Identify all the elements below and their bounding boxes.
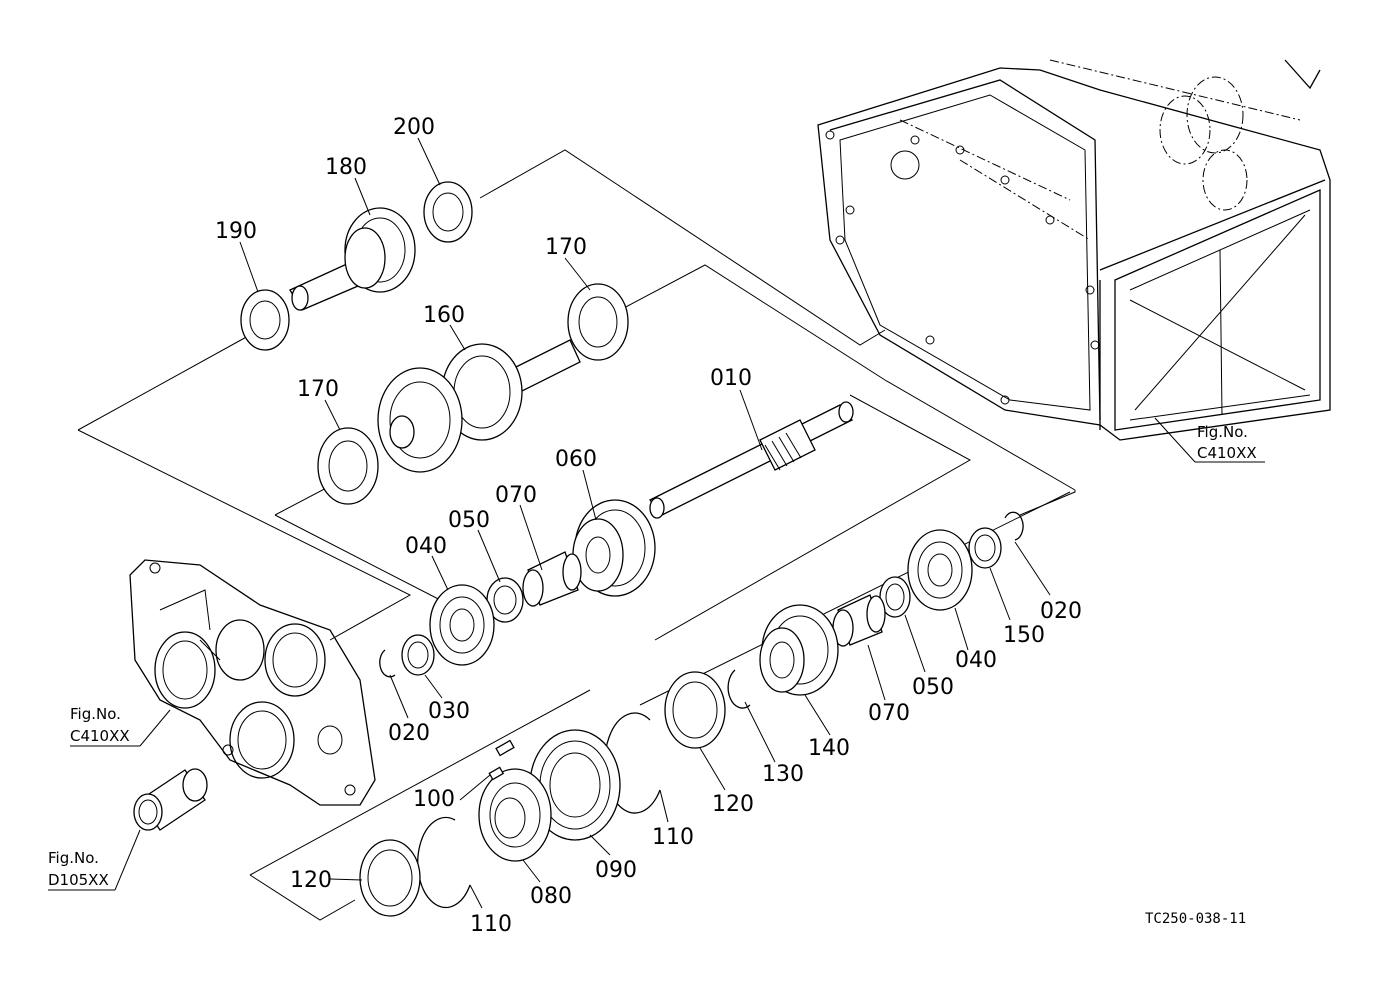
fig-ref-right-title: Fig.No. [1197,423,1248,441]
label-020-b: 020 [1040,599,1082,624]
leader-lines [48,137,1265,909]
label-180: 180 [325,155,367,180]
label-120-a: 120 [712,792,754,817]
transmission-case-right [817,59,1331,441]
fig-ref-bushing-title: Fig.No. [48,849,99,867]
circlip-020-b [1004,511,1024,541]
label-120-b: 120 [290,868,332,893]
ball-bearing-040-b [907,529,973,611]
spring-ring-110-b [417,816,471,909]
needle-bearing-070-b [832,594,886,647]
label-040-b: 040 [955,648,997,673]
label-190: 190 [215,219,257,244]
ball-bearing-200 [423,181,473,243]
label-200: 200 [393,115,435,140]
circlip-130 [727,669,751,709]
fig-ref-left-title: Fig.No. [70,705,121,723]
fig-ref-right-code: C410XX [1197,444,1257,462]
key-100 [488,739,515,781]
circlip-020-a [379,649,396,678]
drawing-code: TC250-038-11 [1145,911,1246,927]
label-150: 150 [1003,623,1045,648]
label-100: 100 [413,787,455,812]
label-160: 160 [423,303,465,328]
label-110-a: 110 [652,825,694,850]
bushing-part [133,768,208,831]
label-090: 090 [595,858,637,883]
collar-030 [401,634,435,676]
gear-shaft-160 [377,339,581,473]
label-040-a: 040 [405,534,447,559]
gear-shaft-180 [289,207,416,311]
collar-150 [968,527,1002,569]
label-110-b: 110 [470,912,512,937]
ball-bearing-170-b [317,427,379,505]
gear-case-left [129,559,376,806]
label-070-a: 070 [495,483,537,508]
label-170-b: 170 [297,377,339,402]
synchro-ring-120-b [359,839,421,917]
figure-references: Fig.No. C410XX Fig.No. C410XX Fig.No. D1… [48,423,1257,889]
assembly-outlines [77,149,1076,921]
label-080: 080 [530,884,572,909]
label-140: 140 [808,736,850,761]
label-050-b: 050 [912,675,954,700]
label-010: 010 [710,366,752,391]
ball-bearing-190 [240,289,290,351]
main-shaft-010 [648,401,854,519]
gear-060 [572,499,656,597]
thrust-washer-050-b [879,576,911,618]
gear-140 [759,604,839,696]
ball-bearing-040-a [429,584,495,666]
label-050-a: 050 [448,508,490,533]
hub-080 [478,768,552,862]
label-020-a: 020 [388,721,430,746]
ball-bearing-170-a [567,283,629,361]
label-170-a: 170 [545,235,587,260]
label-070-b: 070 [868,701,910,726]
fig-ref-bushing-code: D105XX [48,871,109,889]
synchro-ring-120-a [664,671,726,749]
label-130: 130 [762,762,804,787]
label-030: 030 [428,699,470,724]
fig-ref-left-code: C410XX [70,727,130,745]
needle-bearing-070-a [522,551,582,607]
label-060: 060 [555,447,597,472]
part-labels: 010 060 070 050 040 030 020 170 160 170 … [215,115,1082,937]
